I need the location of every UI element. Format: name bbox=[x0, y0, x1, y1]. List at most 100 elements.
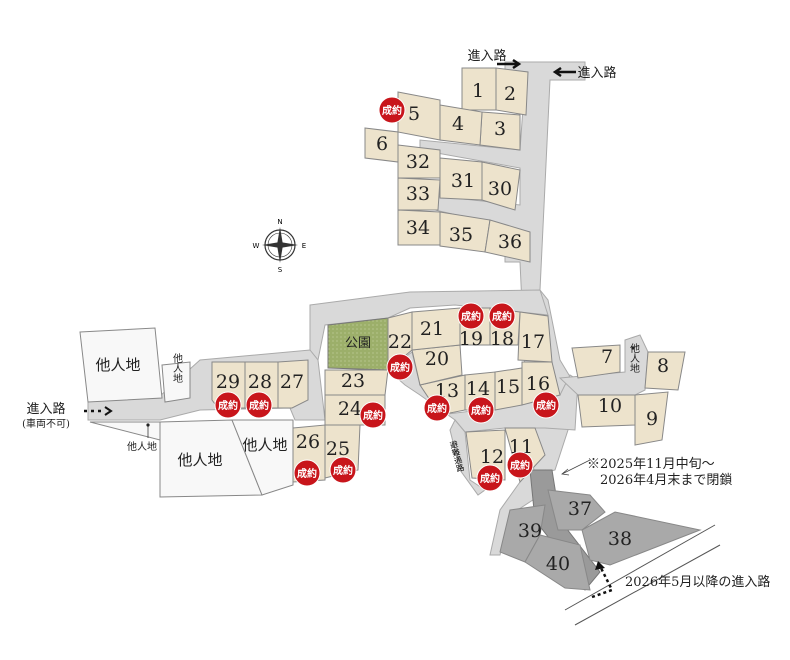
arrow-left-icon bbox=[552, 66, 576, 78]
sold-badge-label: 成約 bbox=[536, 399, 556, 412]
lot-number: 8 bbox=[657, 355, 669, 377]
sold-badge: 成約 bbox=[359, 401, 387, 429]
lot-number: 40 bbox=[546, 553, 570, 575]
sold-badge: 成約 bbox=[386, 353, 414, 381]
lot-number: 14 bbox=[466, 378, 490, 400]
sold-badge-label: 成約 bbox=[390, 361, 410, 374]
lot-36[interactable] bbox=[484, 219, 531, 263]
lot-shape bbox=[484, 219, 531, 263]
lot-number: 24 bbox=[338, 398, 362, 420]
sold-badge-label: 成約 bbox=[492, 310, 512, 323]
lot-number: 29 bbox=[216, 371, 240, 393]
sold-badge-circle bbox=[214, 391, 242, 419]
lot-shape bbox=[644, 351, 686, 391]
arrow-right-icon bbox=[104, 406, 113, 416]
sold-badge: 成約 bbox=[476, 464, 504, 492]
sold-badge: 成約 bbox=[457, 302, 485, 330]
lot-number: 35 bbox=[449, 224, 473, 246]
closure-note-line1: ※2025年11月中旬〜 bbox=[587, 457, 715, 472]
lot-shape bbox=[495, 67, 529, 116]
sold-badge-label: 成約 bbox=[218, 399, 238, 412]
lot-number: 2 bbox=[504, 83, 516, 105]
arrow-up-icon bbox=[595, 561, 605, 570]
lot-shape bbox=[397, 177, 441, 211]
lot-2[interactable] bbox=[495, 67, 529, 116]
sold-badge-label: 成約 bbox=[297, 467, 317, 480]
lot-number: 1 bbox=[472, 80, 484, 102]
entrance-note-west: (車両不可) bbox=[22, 417, 70, 430]
sold-badge-circle bbox=[467, 396, 495, 424]
lot-number: 5 bbox=[408, 103, 420, 125]
sold-badges-layer: 成約成約成約成約成約成約成約成約成約成約成約成約成約成約 bbox=[214, 96, 560, 492]
sold-badge-label: 成約 bbox=[471, 404, 491, 417]
other-land bbox=[79, 327, 294, 498]
lot-number: 26 bbox=[296, 431, 320, 453]
lot-40[interactable] bbox=[524, 534, 591, 591]
sold-badge-circle bbox=[386, 353, 414, 381]
lot-33[interactable] bbox=[397, 177, 441, 211]
lot-shape bbox=[524, 534, 591, 591]
lot-32[interactable] bbox=[397, 144, 441, 179]
sold-badge-circle bbox=[488, 302, 516, 330]
lot-number: 20 bbox=[425, 348, 449, 370]
lot-number: 15 bbox=[496, 376, 520, 398]
sold-badge-circle bbox=[457, 302, 485, 330]
lot-shape bbox=[581, 511, 702, 566]
sold-badge-label: 成約 bbox=[461, 310, 481, 323]
compass-north: N bbox=[277, 218, 282, 226]
lot-number: 30 bbox=[488, 178, 512, 200]
lot-number: 22 bbox=[388, 331, 412, 353]
sold-badge-circle bbox=[293, 459, 321, 487]
sold-badge: 成約 bbox=[214, 391, 242, 419]
lot-number: 37 bbox=[568, 498, 592, 520]
lot-37[interactable] bbox=[547, 489, 606, 531]
lot-number: 17 bbox=[521, 331, 545, 353]
lot-number: 12 bbox=[480, 446, 504, 468]
lot-number: 34 bbox=[406, 217, 430, 239]
sold-badge-label: 成約 bbox=[249, 399, 269, 412]
lot-shape bbox=[577, 394, 636, 428]
compass-icon: N E S W bbox=[253, 218, 307, 274]
lot-17[interactable] bbox=[517, 311, 553, 363]
lot-shape bbox=[571, 344, 621, 379]
lot-shape bbox=[547, 489, 606, 531]
sold-badge-circle bbox=[245, 391, 273, 419]
lot-number: 23 bbox=[341, 370, 365, 392]
lot-number: 39 bbox=[518, 520, 542, 542]
sold-badge-label: 成約 bbox=[480, 472, 500, 485]
entrance-label-top-left: 進入路 bbox=[467, 48, 506, 64]
lot-number: 4 bbox=[452, 113, 464, 135]
compass-east: E bbox=[302, 242, 306, 250]
sold-badge: 成約 bbox=[488, 302, 516, 330]
sold-badge-label: 成約 bbox=[427, 402, 447, 415]
evacuation-path bbox=[449, 419, 486, 496]
new-route-label: 2026年5月以降の進入路 bbox=[625, 574, 770, 590]
lot-number: 38 bbox=[608, 528, 632, 550]
new-route-dotted-arrow bbox=[591, 565, 614, 599]
lot-number: 18 bbox=[490, 328, 514, 350]
sold-badge-circle bbox=[378, 96, 406, 124]
sold-badge: 成約 bbox=[506, 451, 534, 479]
lot-number: 16 bbox=[526, 373, 550, 395]
lots-layer bbox=[211, 67, 702, 591]
other-land-label-vertical: 他人地 bbox=[628, 342, 640, 373]
arrow-right-icon bbox=[497, 58, 522, 70]
sold-badge: 成約 bbox=[245, 391, 273, 419]
sold-badge: 成約 bbox=[378, 96, 406, 124]
lot-9[interactable] bbox=[634, 391, 669, 446]
lot-10[interactable] bbox=[577, 394, 636, 428]
lot-7[interactable] bbox=[571, 344, 621, 379]
sold-badge-circle bbox=[506, 451, 534, 479]
lot-38[interactable] bbox=[581, 511, 702, 566]
compass-west: W bbox=[253, 242, 260, 250]
lot-8[interactable] bbox=[644, 351, 686, 391]
lot-number: 31 bbox=[451, 170, 475, 192]
entrance-label-top-right: 進入路 bbox=[577, 65, 616, 81]
lot-shape bbox=[634, 391, 669, 446]
sold-badge: 成約 bbox=[293, 459, 321, 487]
sold-badge-circle bbox=[476, 464, 504, 492]
lot-number: 7 bbox=[601, 346, 613, 368]
sold-badge: 成約 bbox=[423, 394, 451, 422]
